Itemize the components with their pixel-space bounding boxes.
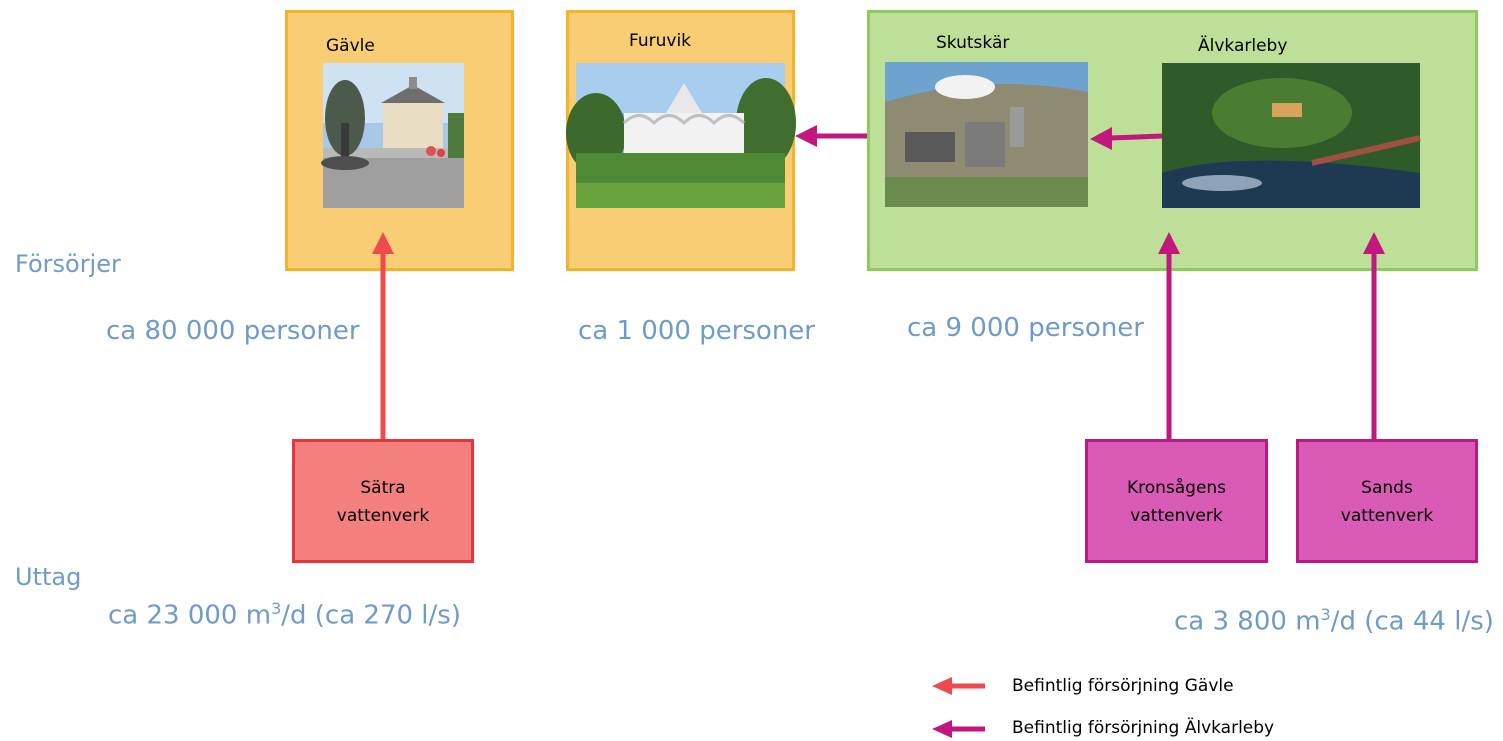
- kronsagen-waterworks: Kronsågens vattenverk: [1085, 439, 1268, 563]
- sands-line1: Sands: [1361, 478, 1413, 498]
- sands-waterworks: Sands vattenverk: [1296, 439, 1478, 563]
- satra-line1: Sätra: [360, 478, 406, 498]
- gavle-withdrawal-post: /d (ca 270 l/s): [281, 600, 461, 631]
- alvkarleby-withdrawal: ca 3 800 m3/d (ca 44 l/s): [1174, 605, 1494, 637]
- legend-arrowhead-gavle: [932, 677, 952, 695]
- legend-alvkarleby: Befintlig försörjning Älvkarleby: [1012, 718, 1275, 738]
- satra-line2: vattenverk: [336, 506, 430, 526]
- forsorjer-label: Försörjer: [15, 250, 121, 278]
- gavle-withdrawal: ca 23 000 m3/d (ca 270 l/s): [108, 599, 461, 631]
- alvkarleby-withdrawal-sup: 3: [1320, 605, 1331, 624]
- alvkarleby-withdrawal-pre: ca 3 800 m: [1174, 606, 1321, 637]
- gavle-title: Gävle: [326, 36, 375, 56]
- uttag-label: Uttag: [15, 563, 82, 591]
- arrowhead-furuvik: [795, 125, 817, 147]
- alvkarleby-withdrawal-post: /d (ca 44 l/s): [1330, 606, 1494, 637]
- gavle-withdrawal-sup: 3: [271, 599, 282, 618]
- gavle-withdrawal-pre: ca 23 000 m: [108, 600, 272, 631]
- legend-arrowhead-alvkarleby: [932, 720, 952, 738]
- gavle-population: ca 80 000 personer: [106, 316, 360, 346]
- sands-line2: vattenverk: [1340, 506, 1434, 526]
- furuvik-population: ca 1 000 personer: [578, 316, 815, 346]
- satra-waterworks: Sätra vattenverk: [292, 439, 474, 563]
- skutskar-title: Skutskär: [936, 33, 1010, 53]
- alvkarleby-title: Älvkarleby: [1198, 36, 1288, 56]
- kronsagen-line1: Kronsågens: [1126, 478, 1227, 498]
- furuvik-title: Furuvik: [629, 31, 692, 51]
- kronsagen-line2: vattenverk: [1130, 506, 1223, 526]
- alvkarleby-population: ca 9 000 personer: [907, 313, 1144, 343]
- gavle-box: [285, 10, 514, 271]
- legend-gavle: Befintlig försörjning Gävle: [1012, 676, 1234, 696]
